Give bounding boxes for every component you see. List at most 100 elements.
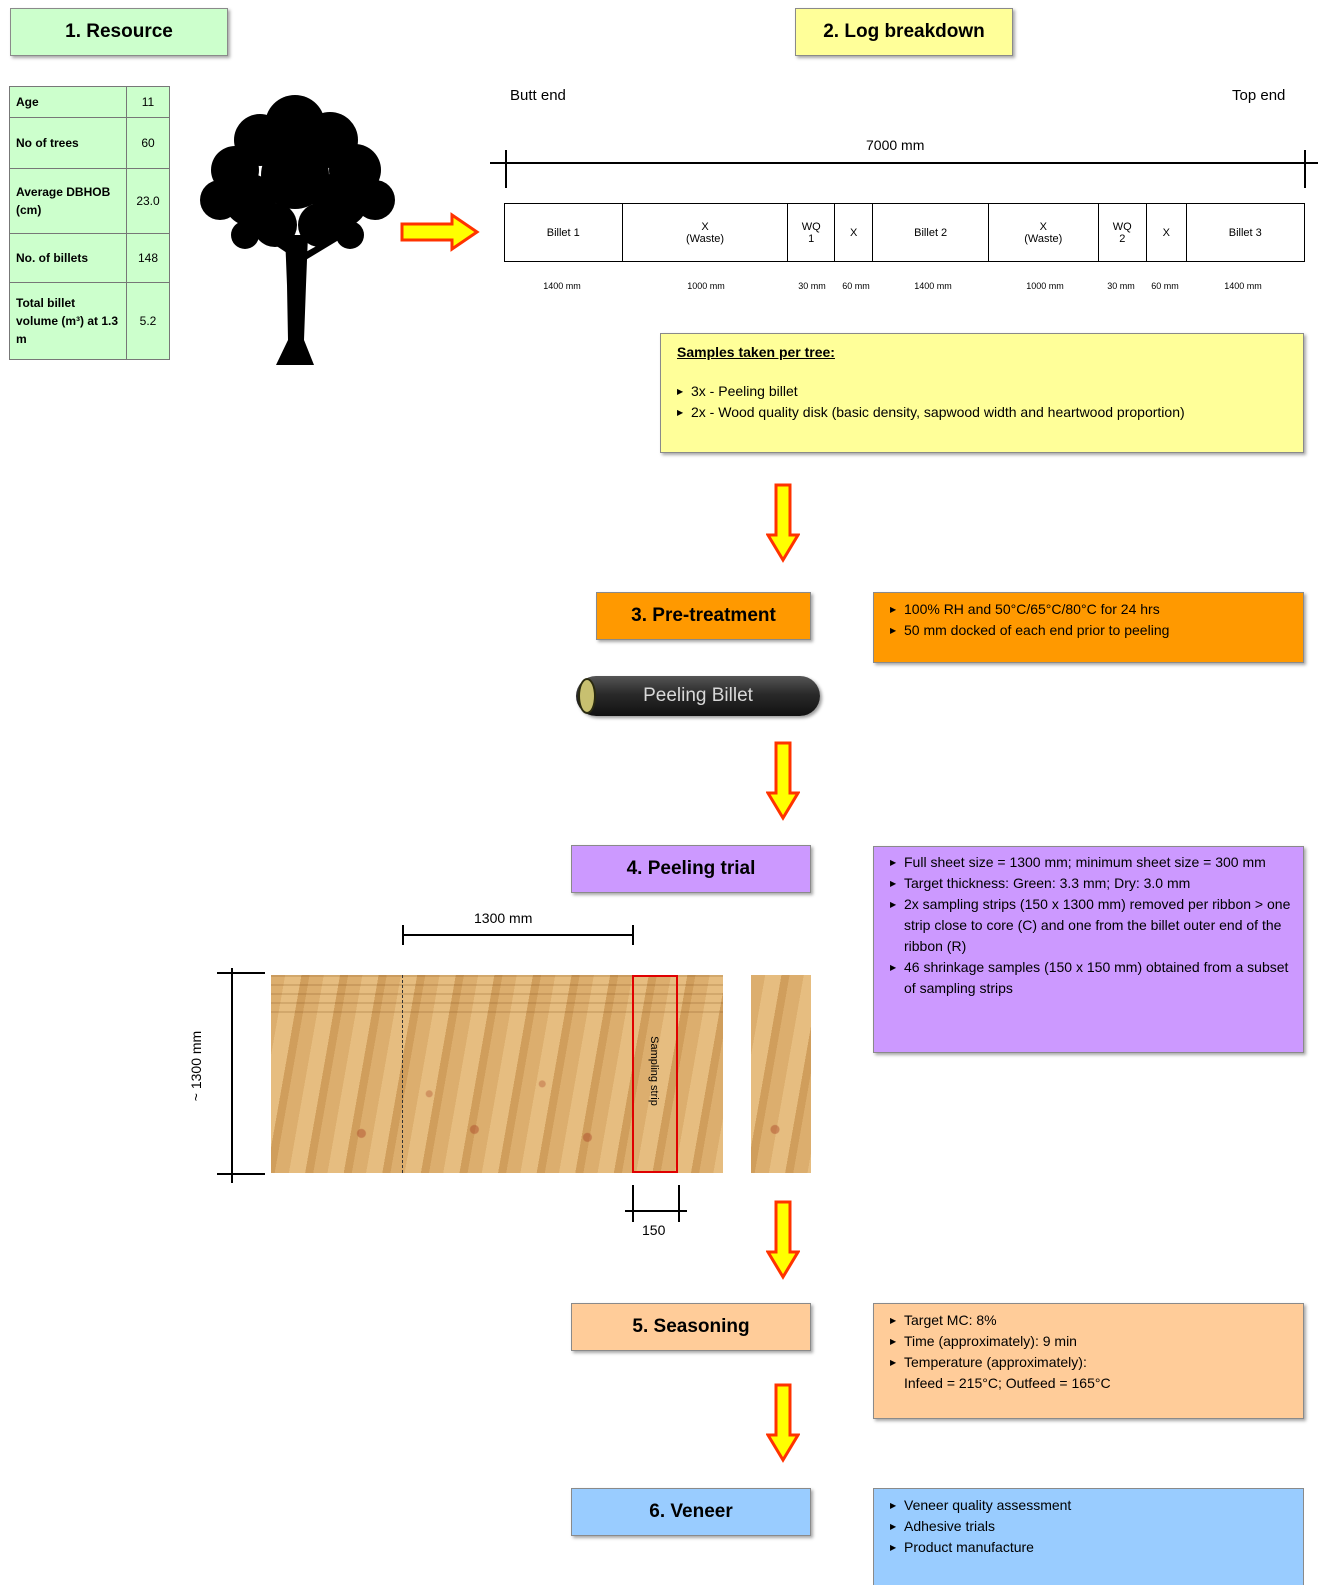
list-item: Adhesive trials (890, 1516, 1291, 1537)
arrow-down-icon (766, 1200, 800, 1280)
resource-value: 23.0 (126, 168, 170, 234)
tree-icon (200, 95, 395, 365)
resource-label: No of trees (9, 117, 127, 169)
stage-pretreatment-title: 3. Pre-treatment (596, 592, 811, 640)
sheet-cut-line (402, 975, 403, 1173)
log-segment: X (835, 204, 874, 261)
height-dimension-line (231, 968, 233, 1183)
samples-title: Samples taken per tree: (677, 344, 835, 360)
segment-label: Billet 2 (914, 226, 948, 239)
strip-width-label: 150 (642, 1222, 666, 1238)
resource-value: 11 (126, 86, 170, 118)
segment-label: WQ (801, 220, 821, 233)
resource-label: Total billet volume (m³) at 1.3 m (9, 282, 127, 360)
arrow-down-icon (766, 483, 800, 563)
samples-box: Samples taken per tree: 3x - Peeling bil… (660, 333, 1304, 453)
segment-length: 1000 mm (687, 281, 725, 291)
segment-label: X (701, 220, 709, 233)
segment-label: X (1039, 220, 1047, 233)
arrow-right-icon (400, 212, 480, 252)
peeling-notes: Full sheet size = 1300 mm; minimum sheet… (873, 846, 1304, 1053)
log-segment: WQ 1 (788, 204, 835, 261)
segment-label: X (1162, 226, 1170, 239)
veneer-sheet-continuation (751, 975, 811, 1173)
dimension-tick (1304, 150, 1306, 188)
list-item: Time (approximately): 9 min (890, 1331, 1291, 1352)
segment-length: 1400 mm (1224, 281, 1262, 291)
samples-list: 3x - Peeling billet 2x - Wood quality di… (677, 381, 1291, 423)
dimension-tick (402, 925, 404, 945)
list-item: Target MC: 8% (890, 1310, 1291, 1331)
dimension-tick (632, 925, 634, 945)
seasoning-temperature-detail: Infeed = 215°C; Outfeed = 165°C (904, 1375, 1111, 1391)
table-row: Average DBHOB (cm) 23.0 (9, 168, 170, 234)
resource-value: 60 (126, 117, 170, 169)
height-label: ~ 1300 mm (188, 1030, 204, 1102)
segment-sublabel: (Waste) (685, 232, 725, 245)
segment-length: 30 mm (798, 281, 826, 291)
resource-table: Age 11 No of trees 60 Average DBHOB (cm)… (9, 86, 170, 360)
table-row: Age 11 (9, 86, 170, 118)
log-total-length: 7000 mm (866, 137, 925, 153)
segment-length: 60 mm (842, 281, 870, 291)
resource-label: No. of billets (9, 233, 127, 283)
billet-end (578, 678, 596, 714)
list-item: Full sheet size = 1300 mm; minimum sheet… (890, 852, 1291, 873)
peeling-billet: Peeling Billet (576, 676, 820, 716)
table-row: No of trees 60 (9, 117, 170, 169)
segment-label: WQ (1112, 220, 1132, 233)
width-dimension-line (402, 934, 633, 936)
log-segment: X (Waste) (989, 204, 1099, 261)
strip-dimension-line (625, 1210, 687, 1212)
segment-sublabel: 2 (1119, 232, 1126, 245)
veneer-notes: Veneer quality assessment Adhesive trial… (873, 1488, 1304, 1585)
log-dimension-line (490, 162, 1318, 164)
stage-seasoning-title: 5. Seasoning (571, 1303, 811, 1351)
list-item: 100% RH and 50°C/65°C/80°C for 24 hrs (890, 599, 1291, 620)
segment-length: 1400 mm (914, 281, 952, 291)
arrow-down-icon (766, 1383, 800, 1463)
pretreatment-notes: 100% RH and 50°C/65°C/80°C for 24 hrs 50… (873, 592, 1304, 663)
log-segments: Billet 1 X (Waste) WQ 1 X Billet 2 X (Wa… (504, 203, 1306, 262)
stage-peeling-trial-title: 4. Peeling trial (571, 845, 811, 893)
segment-label: Billet 1 (546, 226, 580, 239)
dimension-tick (217, 972, 265, 974)
segment-sublabel: 1 (808, 232, 815, 245)
list-item: 2x sampling strips (150 x 1300 mm) remov… (890, 894, 1291, 957)
resource-label: Age (9, 86, 127, 118)
segment-length: 30 mm (1107, 281, 1135, 291)
width-label: 1300 mm (474, 910, 533, 926)
list-item: Veneer quality assessment (890, 1495, 1291, 1516)
top-end-label: Top end (1232, 87, 1286, 104)
segment-length: 60 mm (1151, 281, 1179, 291)
log-segment: X (1147, 204, 1187, 261)
seasoning-notes: Target MC: 8% Time (approximately): 9 mi… (873, 1303, 1304, 1419)
dimension-tick (678, 1185, 680, 1222)
sampling-strip-label: Sampling strip (648, 1036, 660, 1106)
dimension-tick (632, 1185, 634, 1222)
butt-end-label: Butt end (510, 87, 566, 104)
dimension-tick (505, 150, 507, 188)
resource-value: 148 (126, 233, 170, 283)
segment-length: 1400 mm (543, 281, 581, 291)
segment-sublabel: (Waste) (1024, 232, 1063, 245)
segment-lengths: 1400 mm 1000 mm 30 mm 60 mm 1400 mm 1000… (0, 281, 1341, 295)
segment-label: X (849, 226, 858, 239)
list-item: Product manufacture (890, 1537, 1291, 1558)
resource-label: Average DBHOB (cm) (9, 168, 127, 234)
table-row: Total billet volume (m³) at 1.3 m 5.2 (9, 282, 170, 360)
log-segment: X (Waste) (623, 204, 789, 261)
stage-log-breakdown-title: 2. Log breakdown (795, 8, 1013, 56)
arrow-down-icon (766, 741, 800, 821)
segment-length: 1000 mm (1026, 281, 1064, 291)
log-segment: Billet 1 (505, 204, 623, 261)
table-row: No. of billets 148 (9, 233, 170, 283)
dimension-tick (217, 1173, 265, 1175)
list-item: Target thickness: Green: 3.3 mm; Dry: 3.… (890, 873, 1291, 894)
veneer-sheet (271, 975, 723, 1173)
log-segment: WQ 2 (1099, 204, 1147, 261)
list-item: 46 shrinkage samples (150 x 150 mm) obta… (890, 957, 1291, 999)
resource-value: 5.2 (126, 282, 170, 360)
stage-resource-title: 1. Resource (10, 8, 228, 56)
sampling-strip: Sampling strip (632, 975, 678, 1173)
